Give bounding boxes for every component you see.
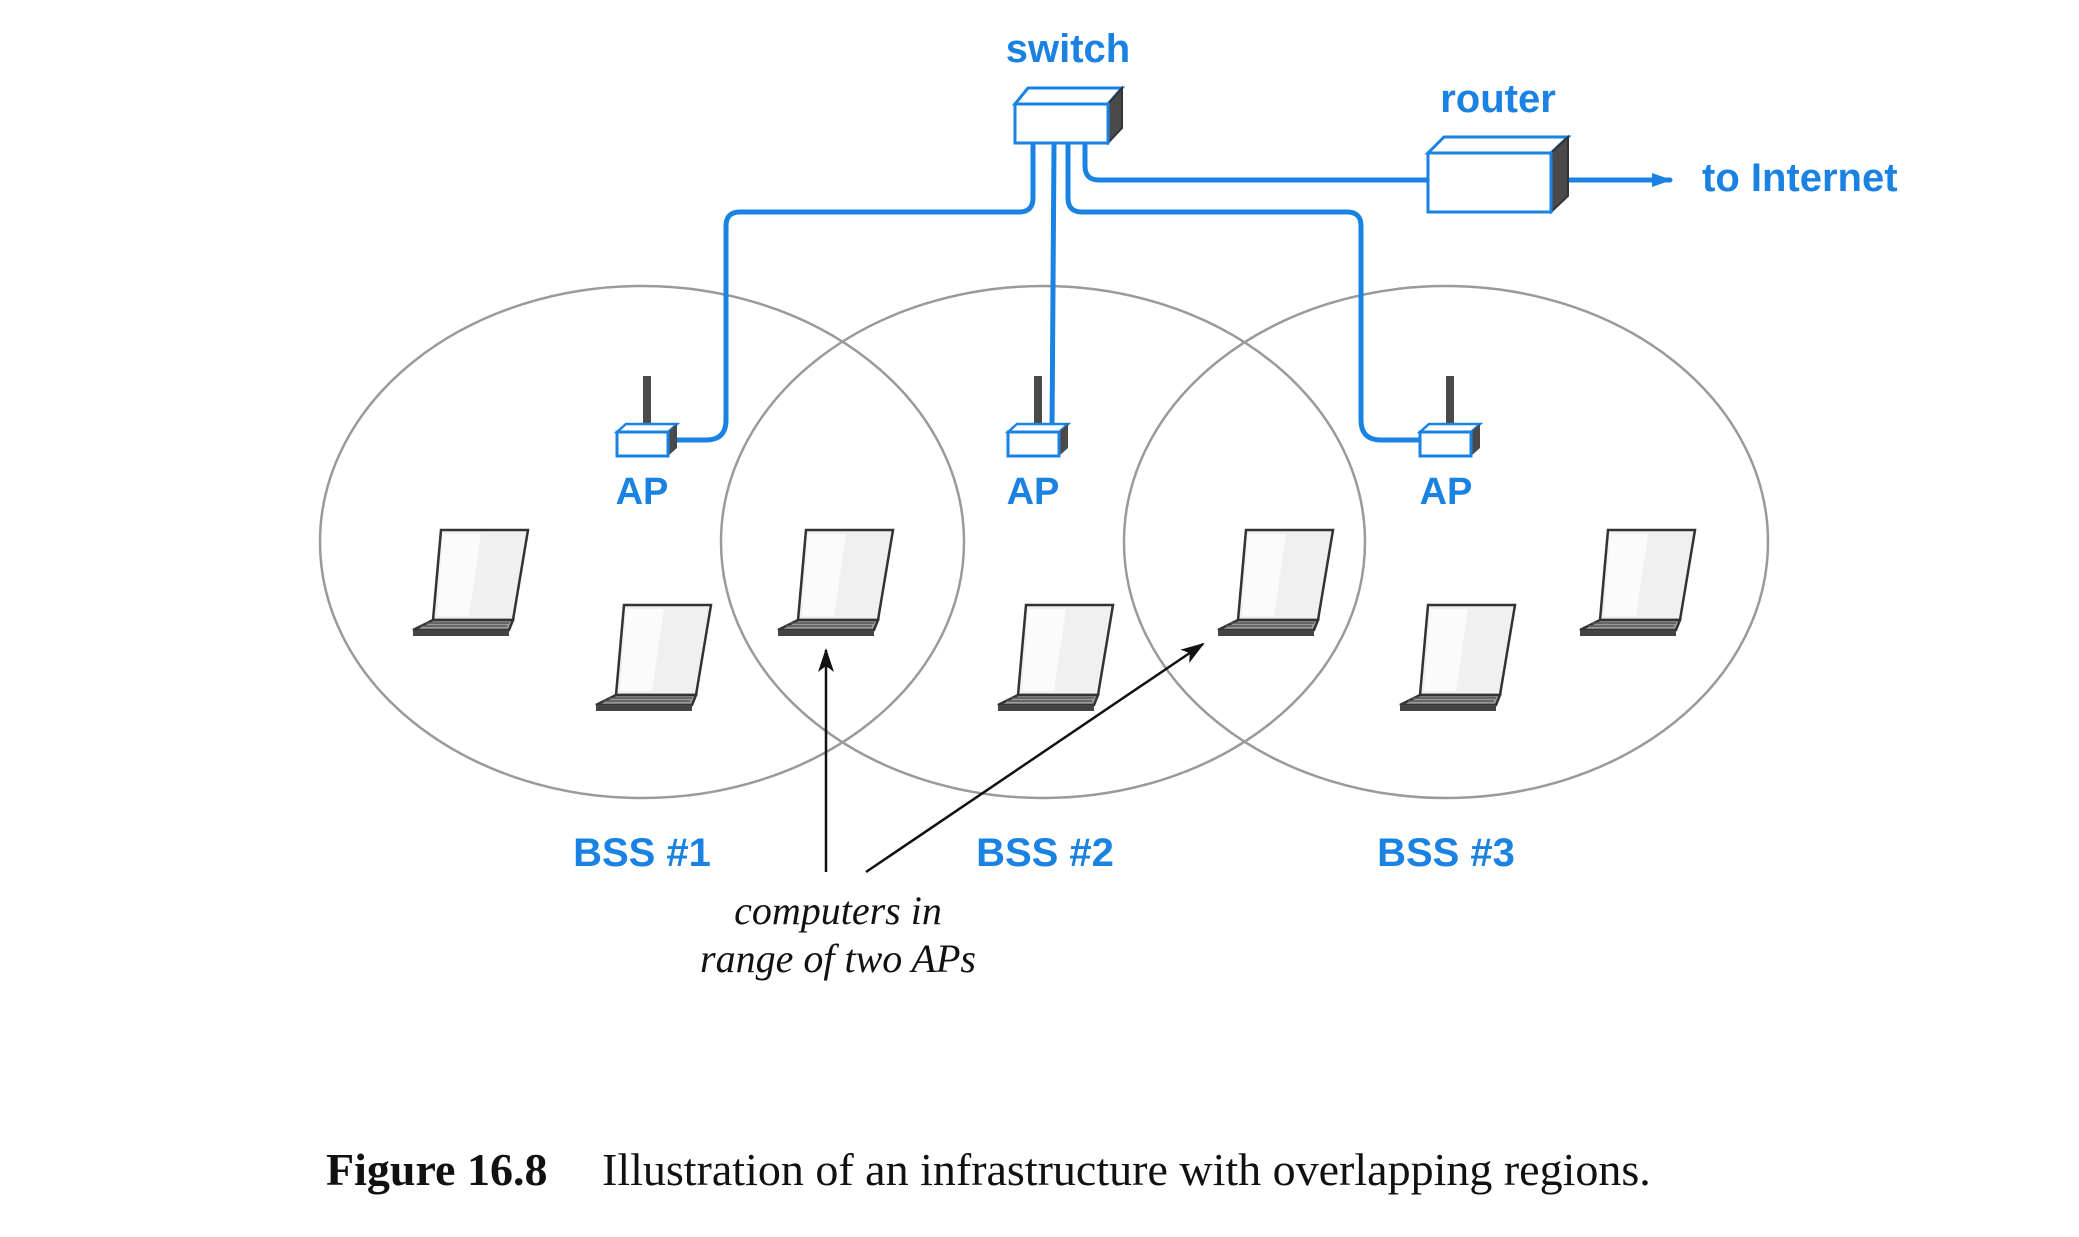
router-label: router [1440,77,1556,121]
laptop-icon [776,528,895,638]
access-point-icon [1004,376,1072,458]
caption-text: Illustration of an infrastructure with o… [602,1144,1651,1195]
figure-caption: Figure 16.8 Illustration of an infrastru… [326,1144,1651,1195]
access-point-3 [1416,376,1484,458]
laptop-icon [1578,528,1697,638]
ap-label-1: AP [616,471,669,513]
switch-label: switch [1006,27,1130,71]
cable-switch-ap3 [1065,142,1421,443]
computers [411,528,1697,713]
cable-switch-ap2 [1049,142,1057,435]
bss-1-range [318,284,966,800]
laptop-icon [411,528,530,638]
laptop-icon [1398,603,1517,713]
bss-label-3: BSS #3 [1377,831,1515,875]
access-point-icon [1416,376,1484,458]
laptop-icon [594,603,713,713]
bss-2-range [719,284,1367,800]
coverage-regions [318,284,1770,800]
cable-switch-ap1 [672,142,1036,443]
router-icon [1424,134,1572,215]
internet-label: to Internet [1702,156,1898,200]
annotation-arrows [818,642,1205,874]
bss-label-1: BSS #1 [573,831,711,875]
laptop-icon [996,603,1115,713]
cables [672,142,1673,443]
access-point-icon [613,376,681,458]
annotation-line-1: computers in [734,888,942,933]
ap-label-2: AP [1007,471,1060,513]
ap-label-3: AP [1420,471,1473,513]
switch-icon [1011,85,1126,146]
laptop-icon [1216,528,1335,638]
arrow-to-shared-computer-2 [865,642,1205,874]
cable-switch-router [1082,142,1431,183]
access-point-2 [1004,376,1072,458]
caption-number: Figure 16.8 [326,1144,547,1195]
bss-label-2: BSS #2 [976,831,1114,875]
access-point-1 [613,376,681,458]
bss-3-range [1122,284,1770,800]
annotation-line-2: range of two APs [700,936,976,981]
